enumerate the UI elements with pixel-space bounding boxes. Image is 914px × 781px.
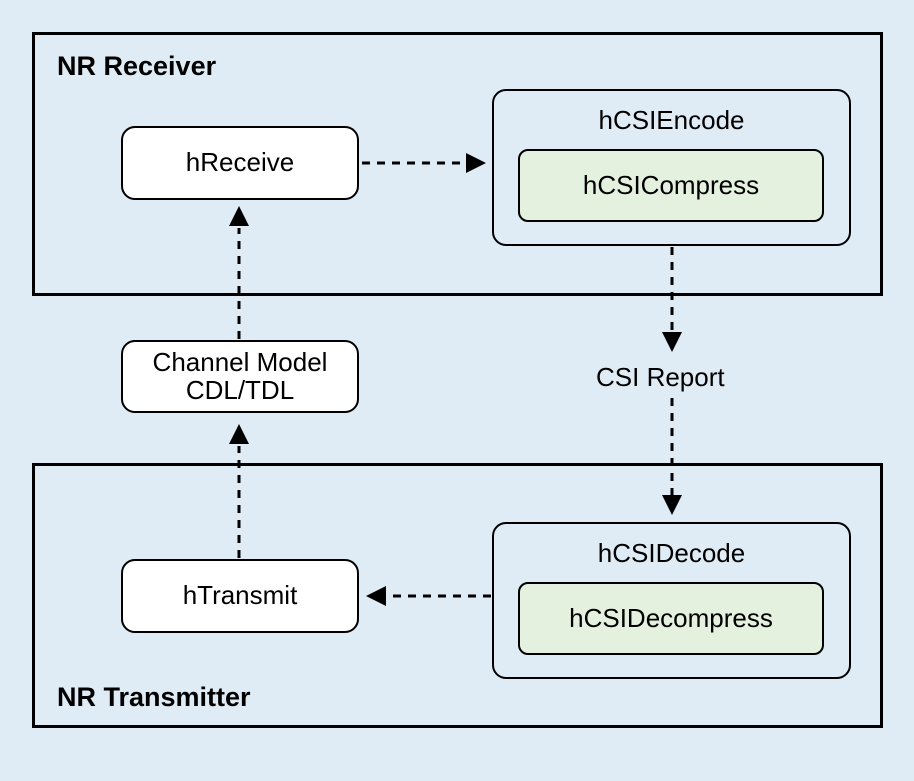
arrowhead-into-hcsiencode (466, 153, 486, 173)
arrowhead-into-htransmit (366, 586, 386, 606)
nr-receiver-title: NR Receiver (57, 51, 217, 81)
hcsicompress-label: hCSICompress (582, 169, 760, 200)
hcsicompress-node[interactable]: hCSICompress (518, 149, 824, 222)
hcsiencode-title: hCSIEncode (598, 105, 745, 135)
arrowhead-into-hcsidecode (662, 495, 682, 515)
hreceive-label: hReceive (185, 147, 295, 178)
hcsidecode-title: hCSIDecode (597, 538, 746, 568)
hcsidecompress-label: hCSIDecompress (569, 602, 773, 633)
channel-model-label-line2: CDL/TDL (185, 374, 295, 405)
htransmit-label: hTransmit (182, 580, 298, 611)
hcsidecompress-node[interactable]: hCSIDecompress (518, 582, 824, 655)
arrowhead-into-hreceive (229, 206, 249, 226)
csi-report-label: CSI Report (596, 362, 725, 392)
channel-model-node[interactable]: Channel Model CDL/TDL (121, 340, 359, 413)
hreceive-node[interactable]: hReceive (121, 126, 359, 200)
arrowhead-into-channel-model (229, 424, 249, 444)
nr-transmitter-title: NR Transmitter (57, 682, 251, 712)
arrowhead-into-csi-report (662, 332, 682, 352)
htransmit-node[interactable]: hTransmit (121, 559, 359, 633)
channel-model-label-line1: Channel Model (152, 347, 328, 378)
